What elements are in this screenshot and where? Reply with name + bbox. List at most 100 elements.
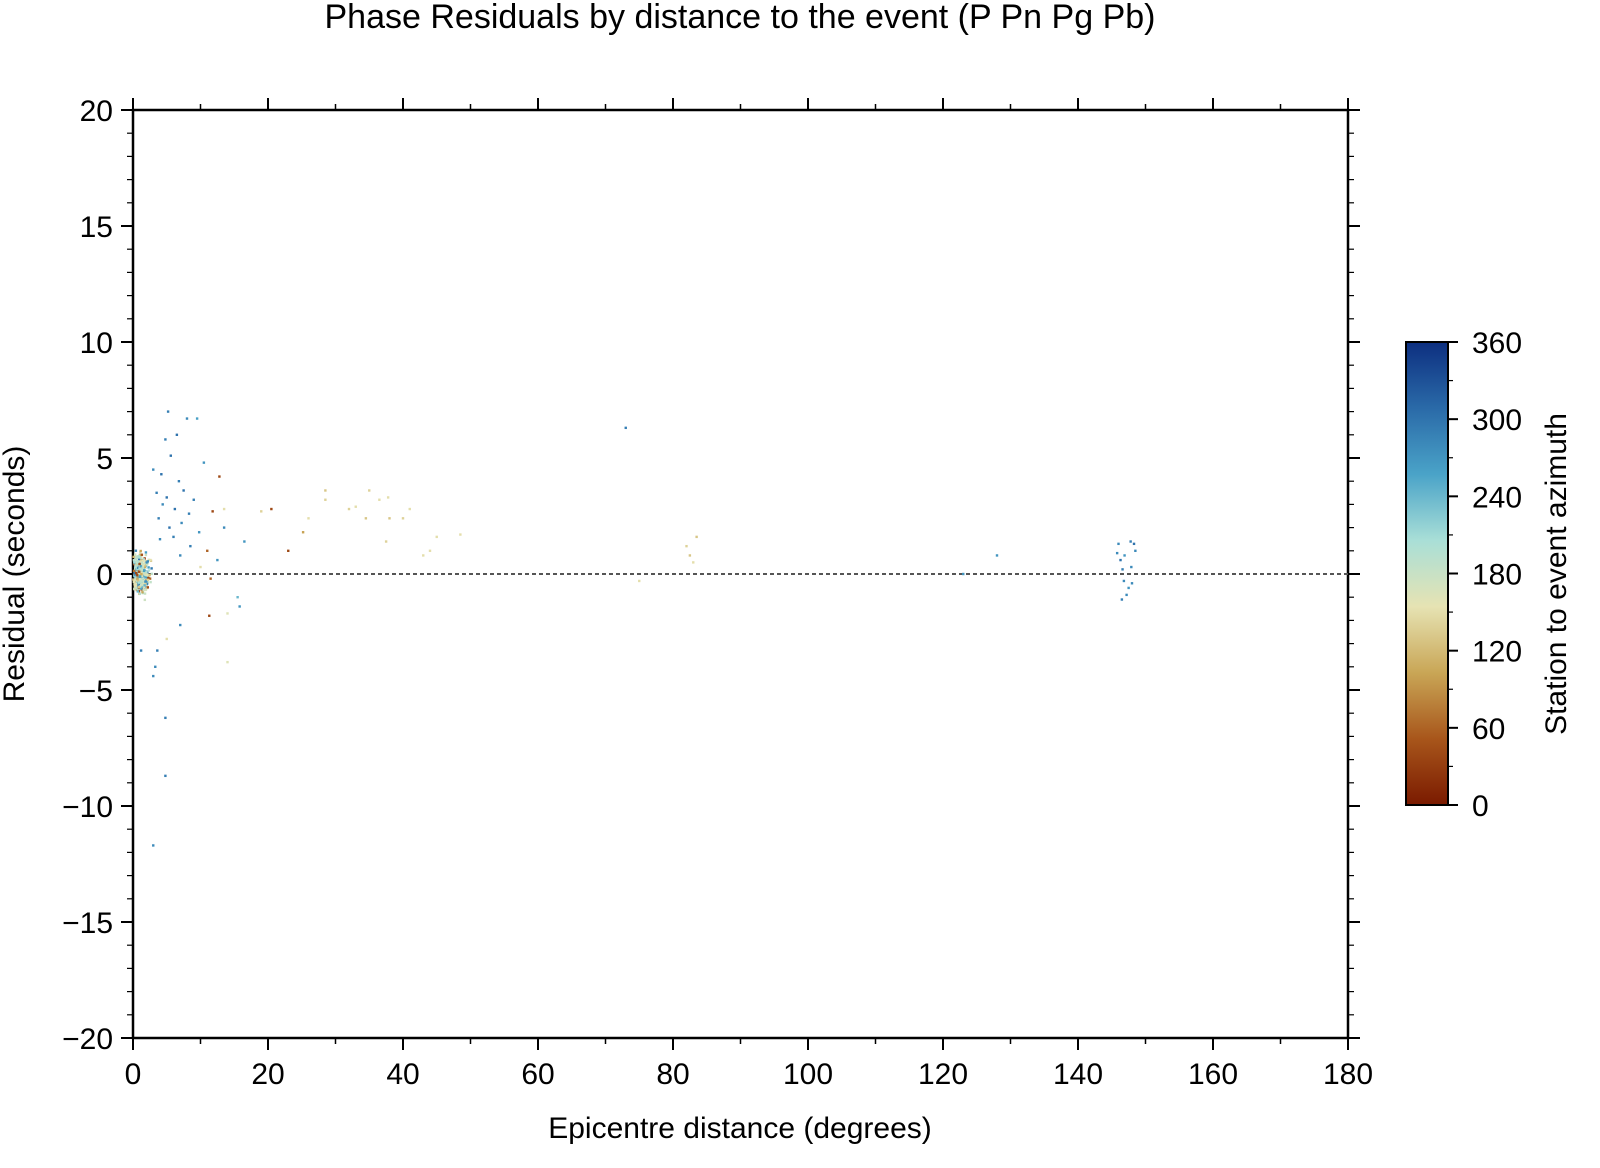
data-point (133, 583, 136, 586)
data-point (226, 660, 229, 664)
data-point (199, 565, 202, 569)
data-point (218, 475, 221, 478)
data-point (182, 489, 185, 492)
scatter-points (132, 410, 1137, 847)
data-point (143, 573, 147, 576)
data-point (135, 588, 139, 592)
data-point (173, 507, 177, 511)
data-point (154, 665, 157, 668)
data-point (143, 585, 146, 589)
data-point (368, 489, 371, 492)
data-point (175, 433, 179, 436)
data-point (1130, 582, 1134, 585)
data-point (142, 569, 146, 573)
data-point (1130, 565, 1133, 569)
data-point (138, 555, 141, 559)
data-point (211, 510, 214, 513)
x-tick-label: 100 (783, 1058, 833, 1091)
data-point (134, 549, 138, 552)
data-point (138, 553, 142, 557)
data-point (136, 568, 139, 571)
data-point (142, 577, 145, 580)
data-point (1117, 542, 1120, 546)
data-point (189, 544, 192, 548)
data-point (147, 558, 151, 562)
data-point (139, 649, 143, 652)
data-point (270, 507, 273, 511)
data-point (179, 623, 182, 627)
data-point (140, 578, 143, 581)
data-point (301, 531, 305, 534)
data-point (287, 549, 290, 552)
data-point (386, 496, 390, 499)
data-point (155, 491, 158, 494)
data-point (422, 554, 425, 557)
data-point (1120, 598, 1124, 601)
data-point (138, 562, 141, 566)
data-point (324, 498, 327, 501)
x-axis-label: Epicentre distance (degrees) (548, 1112, 932, 1145)
data-point (1134, 549, 1137, 552)
data-point (140, 556, 143, 559)
data-point (145, 570, 148, 574)
data-point (133, 578, 137, 581)
data-point (143, 592, 147, 595)
data-point (139, 549, 142, 553)
data-point (133, 587, 136, 591)
x-tick-label: 20 (251, 1058, 284, 1091)
x-tick-label: 80 (656, 1058, 689, 1091)
data-point (136, 559, 139, 563)
data-point (1115, 551, 1119, 555)
data-point (139, 581, 142, 584)
data-point (347, 507, 351, 511)
data-point (147, 566, 150, 569)
data-point (168, 526, 171, 529)
data-point (145, 580, 148, 583)
data-point (139, 560, 142, 563)
data-point (139, 587, 143, 590)
data-point (141, 582, 145, 585)
x-tick-label: 40 (386, 1058, 419, 1091)
x-tick-label: 160 (1188, 1058, 1238, 1091)
y-tick-label: 0 (96, 559, 113, 592)
data-point (165, 496, 168, 499)
colorbar-tick-label: 300 (1472, 404, 1522, 437)
x-tick-label: 120 (918, 1058, 968, 1091)
data-point (134, 564, 137, 567)
x-tick-label: 0 (125, 1058, 142, 1091)
data-point (688, 554, 692, 557)
data-point (1127, 586, 1130, 590)
data-point (187, 512, 191, 515)
data-point (401, 517, 405, 520)
data-point (146, 578, 150, 582)
data-point (180, 521, 183, 525)
data-point (1125, 593, 1128, 597)
data-point (685, 544, 688, 548)
data-point (459, 533, 462, 536)
colorbar-tick-label: 120 (1472, 636, 1522, 669)
data-point (136, 573, 139, 577)
data-point (136, 561, 140, 565)
data-point (206, 549, 209, 552)
data-point (142, 588, 145, 592)
data-point (141, 585, 144, 589)
data-point (140, 561, 143, 564)
data-point (624, 426, 627, 430)
y-tick-label: 5 (96, 443, 113, 476)
colorbar-tick-label: 180 (1472, 559, 1522, 592)
data-point (144, 588, 148, 591)
data-point (161, 503, 164, 506)
data-point (152, 844, 155, 847)
y-tick-label: 20 (80, 95, 113, 128)
colorbar-tick-label: 0 (1472, 790, 1489, 823)
data-point (141, 560, 145, 563)
data-point (133, 553, 137, 556)
data-point (137, 581, 141, 584)
data-point (139, 555, 143, 558)
data-point (143, 564, 147, 567)
data-point (142, 574, 145, 578)
colorbar-tick-label: 360 (1472, 327, 1522, 360)
data-point (962, 572, 965, 576)
data-point (149, 580, 152, 584)
